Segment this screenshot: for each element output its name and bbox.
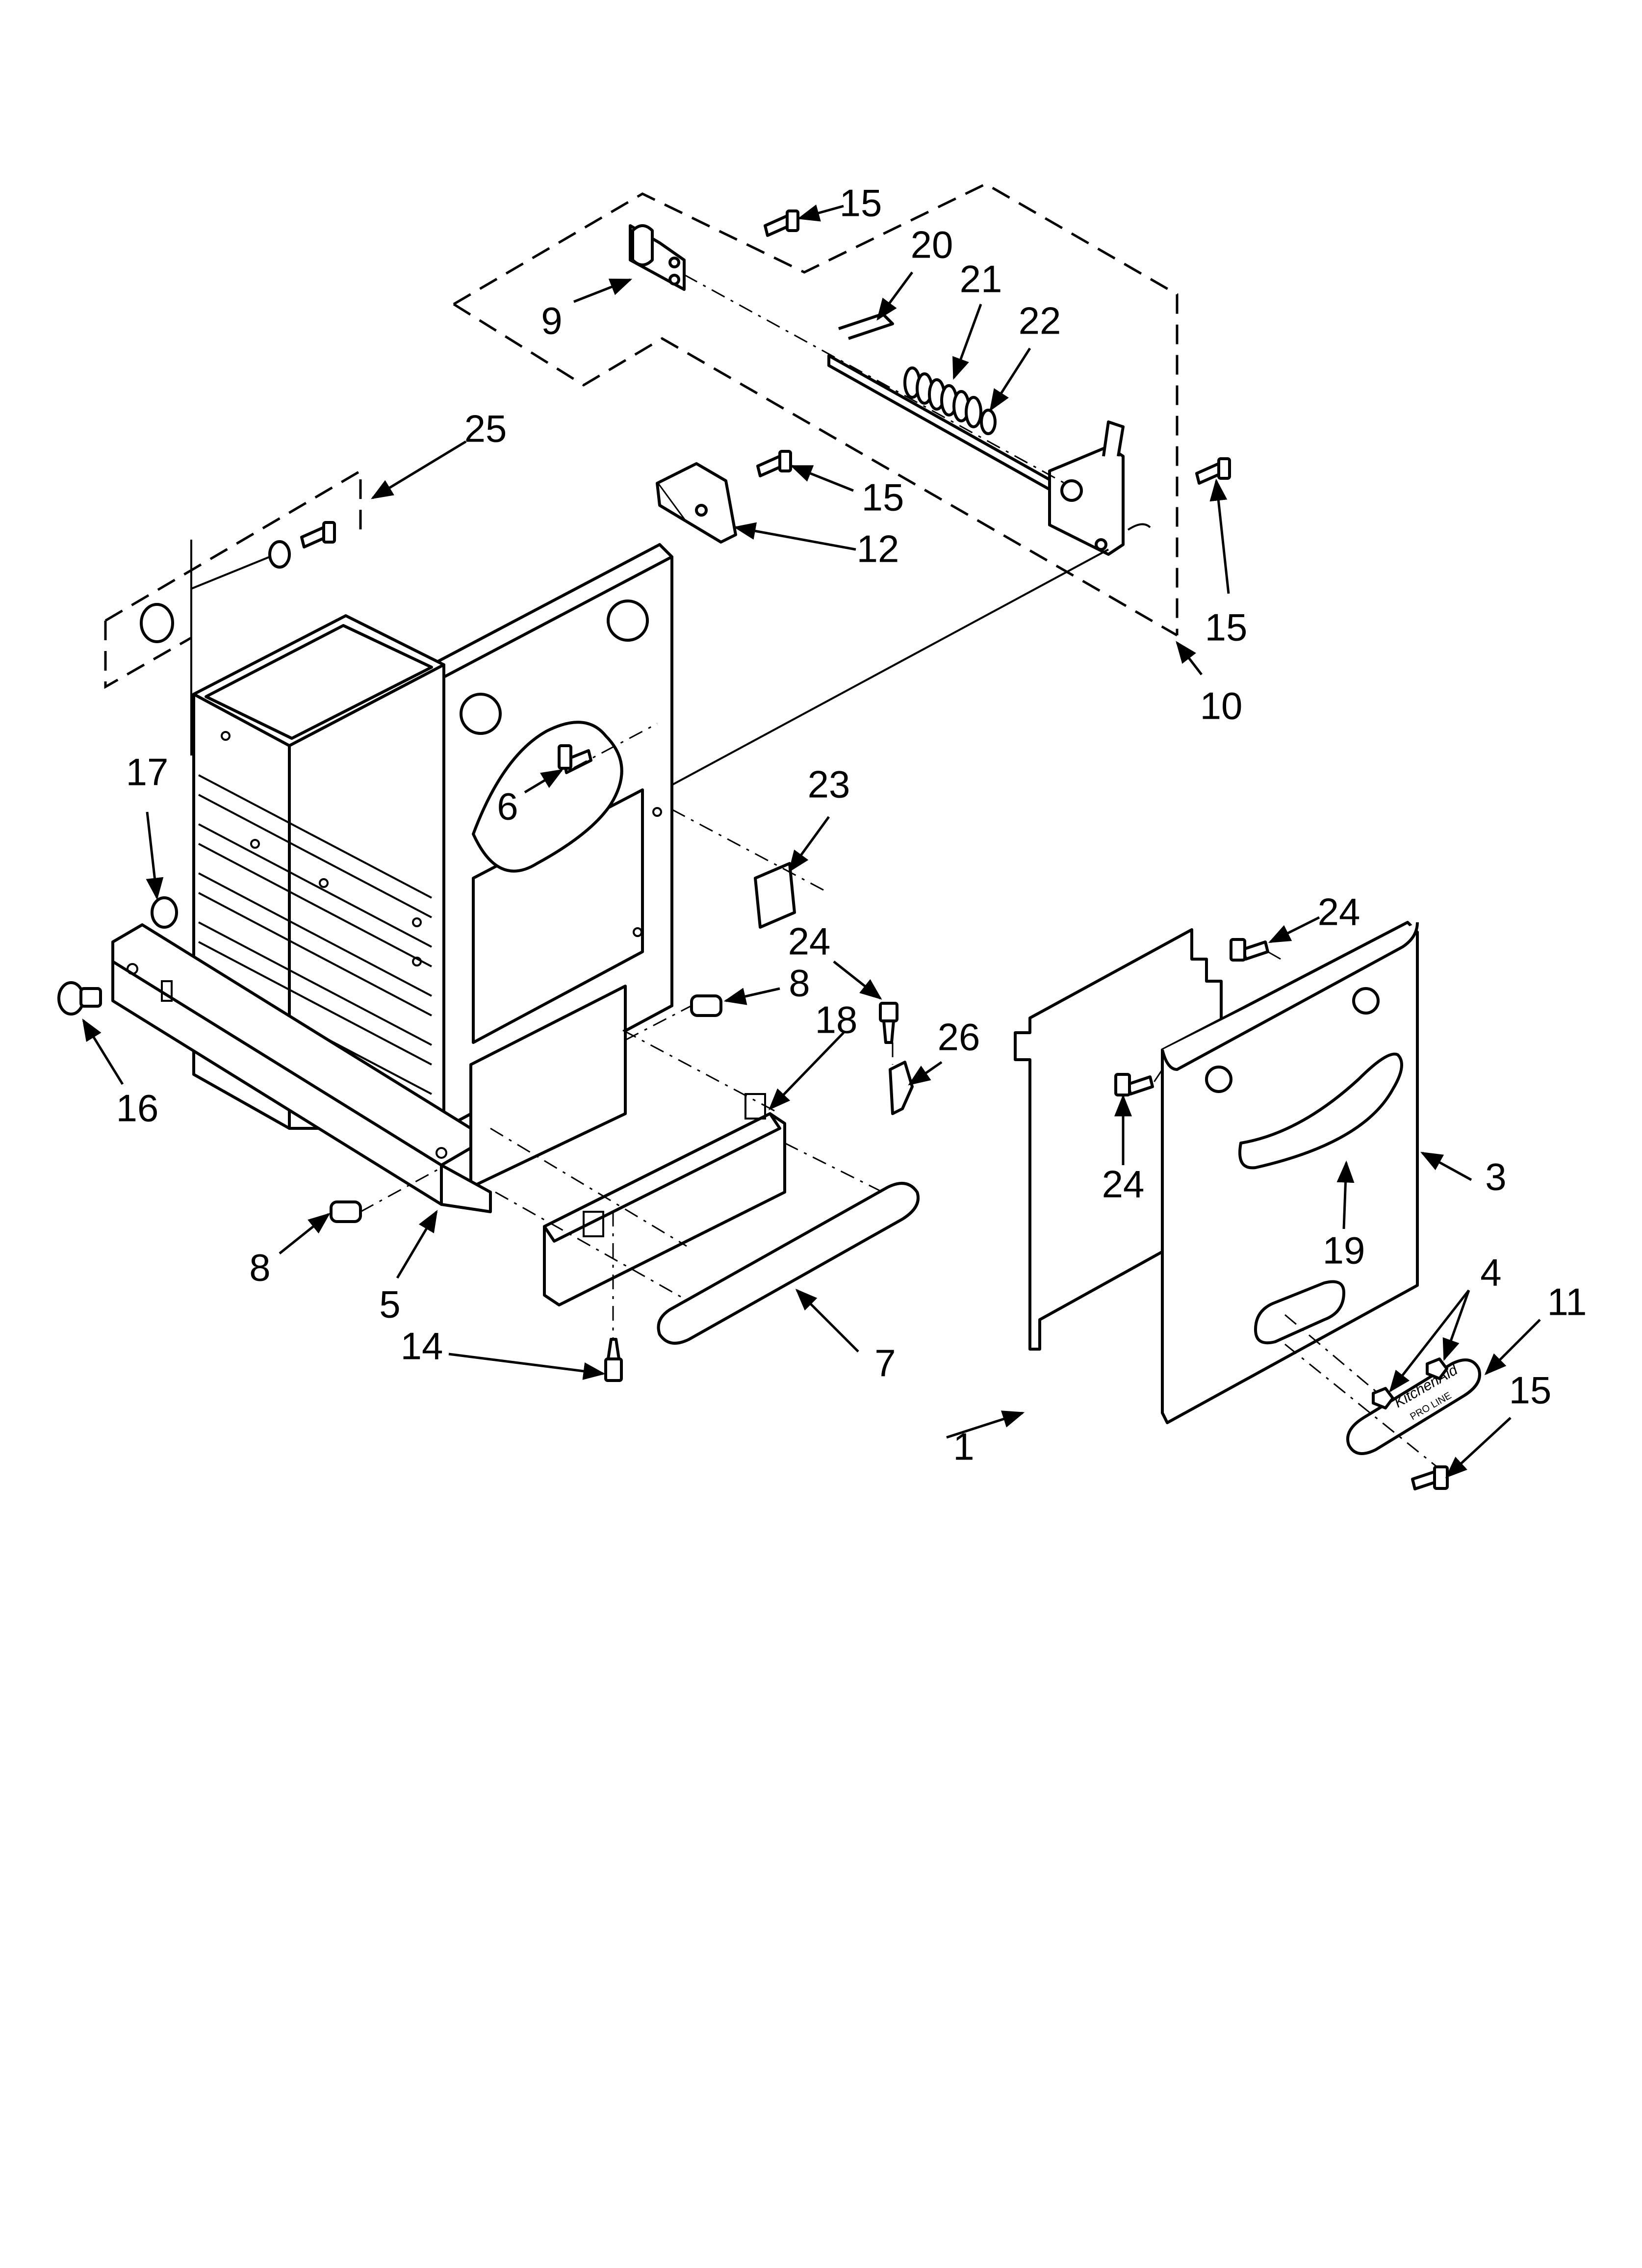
callout-labels: 15 20 21 22 9 25 15 12 15 10 17 6 23 24 … [116, 182, 1587, 1468]
callout-24: 24 [788, 920, 831, 963]
part-18-kickplate [543, 1093, 786, 1306]
callout-26: 26 [938, 1016, 980, 1059]
callout-24: 24 [1318, 890, 1360, 934]
part-21-spring [903, 366, 982, 428]
screw-icon [1230, 938, 1269, 962]
callout-8: 8 [249, 1246, 270, 1289]
part-12-bracket [656, 462, 737, 544]
leader-arrows [82, 204, 1541, 1479]
callout-15: 15 [1509, 1369, 1552, 1412]
cabinet-main-frame [192, 543, 673, 1189]
callout-15: 15 [862, 476, 904, 519]
screw-icon [604, 1338, 623, 1382]
callout-25: 25 [464, 407, 507, 450]
door-badge-window [1254, 1280, 1345, 1345]
callout-14: 14 [401, 1325, 443, 1368]
subassembly-outline-10 [453, 182, 1179, 637]
callout-15: 15 [1205, 606, 1248, 649]
callout-22: 22 [1019, 299, 1061, 342]
part-5-base-rail [111, 923, 492, 1213]
part-3-door-panel [1161, 921, 1419, 1424]
callout-15: 15 [840, 182, 882, 225]
screw-icon [1195, 457, 1231, 485]
callout-4: 4 [1480, 1251, 1501, 1294]
callout-10: 10 [1200, 684, 1243, 728]
screw-icon [1411, 1465, 1449, 1490]
screw-icon [879, 1002, 898, 1044]
part-22-washer [980, 409, 997, 435]
part-9-hinge-bracket [629, 224, 686, 291]
callout-23: 23 [808, 763, 850, 806]
callout-6: 6 [497, 785, 518, 828]
callout-17: 17 [126, 751, 169, 794]
assembly-lines [190, 540, 1437, 1468]
rod-axis-line [684, 274, 1070, 487]
callout-12: 12 [857, 527, 899, 571]
part-19-handle [1238, 1052, 1403, 1170]
callout-18: 18 [815, 998, 858, 1042]
callout-3: 3 [1485, 1155, 1506, 1199]
screw-icon [300, 521, 336, 548]
callout-7: 7 [874, 1342, 896, 1385]
screw-icon [330, 1200, 362, 1223]
callout-24: 24 [1102, 1163, 1145, 1206]
screw-icon [764, 209, 799, 237]
callout-21: 21 [960, 258, 1002, 301]
fasteners [57, 209, 1449, 1490]
callout-11: 11 [1547, 1280, 1587, 1324]
screw-icon [756, 450, 792, 477]
part-11-logo-badge: KitchenAid PRO LINE [1346, 1358, 1481, 1455]
callout-5: 5 [379, 1283, 400, 1326]
callout-8: 8 [789, 962, 810, 1005]
part-10-bracket [1048, 420, 1151, 556]
screw-icon [558, 744, 592, 774]
screw-icon [690, 994, 722, 1017]
callout-20: 20 [911, 223, 953, 266]
callout-1: 1 [953, 1425, 974, 1468]
callout-19: 19 [1323, 1229, 1365, 1272]
part-7-trim-strip [657, 1182, 920, 1345]
callout-9: 9 [541, 299, 562, 342]
callout-16: 16 [116, 1087, 159, 1130]
